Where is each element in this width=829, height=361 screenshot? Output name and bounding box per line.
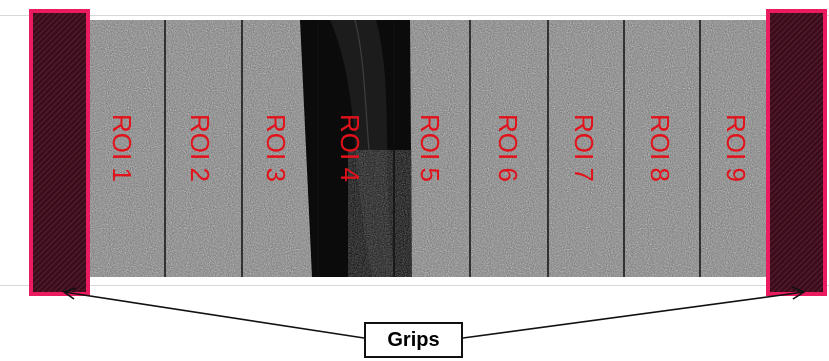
roi-label-7: ROI 7 <box>569 114 599 182</box>
roi-dividers <box>164 20 701 277</box>
grips-callout-label: Grips <box>364 322 463 358</box>
roi-label-9: ROI 9 <box>721 114 751 182</box>
dark-band <box>300 20 412 277</box>
roi-label-5: ROI 5 <box>415 114 445 182</box>
right-grip-arrow <box>462 291 805 339</box>
roi-labels: ROI 1 ROI 2 ROI 3 ROI 4 ROI 5 ROI 6 ROI 7 ROI 8… <box>107 114 751 182</box>
roi-label-3: ROI 3 <box>261 114 291 182</box>
speckle-texture <box>88 20 768 277</box>
top-rule <box>0 15 829 16</box>
roi-label-6: ROI 6 <box>493 114 523 182</box>
roi-label-2: ROI 2 <box>185 114 215 182</box>
roi-label-1: ROI 1 <box>107 114 137 182</box>
left-grip <box>29 9 90 296</box>
callout-arrows <box>62 286 806 339</box>
right-grip <box>766 9 827 296</box>
roi-label-8: ROI 8 <box>645 114 675 182</box>
roi-label-4: ROI 4 <box>335 114 365 182</box>
right-arrowhead <box>791 286 806 300</box>
bottom-rule <box>0 285 829 286</box>
left-arrowhead <box>62 287 77 300</box>
left-grip-arrow <box>63 291 365 339</box>
